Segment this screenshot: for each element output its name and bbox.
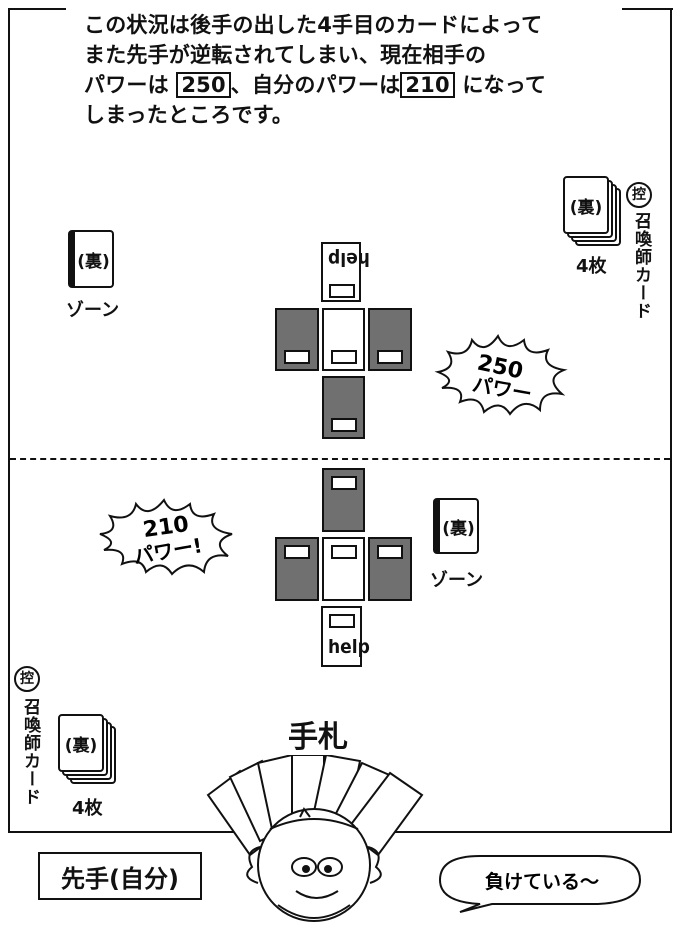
opponent-zone-label: ゾーン (66, 300, 120, 321)
opponent-card-left-slot (284, 350, 310, 364)
summoner-badge-icon-self: 控 (14, 666, 40, 692)
opponent-help-slot (329, 284, 355, 298)
opponent-power-burst: 250 パワー (434, 333, 568, 416)
player-label: 先手(自分) (61, 864, 179, 893)
self-card-left-slot (284, 545, 310, 559)
intro-line-1: この状況は後手の出した4手目のカードによって (84, 13, 543, 37)
self-zone-label: ゾーン (430, 570, 484, 591)
field-divider (10, 458, 670, 460)
opponent-deck-card: (裏) (563, 176, 609, 234)
intro-line-3-mid: 、自分のパワーは (230, 73, 401, 97)
opponent-card-center (322, 308, 365, 371)
self-power-burst: 210 パワー! (99, 498, 233, 576)
player-character-with-hand (206, 755, 424, 922)
self-summoner-label: 召喚師カード (20, 698, 40, 806)
intro-line-3-pre: パワーは (84, 73, 169, 97)
self-help-slot (329, 614, 355, 628)
character-head (246, 807, 382, 922)
hand-cards-fan (206, 755, 424, 857)
self-card-right-slot (377, 545, 403, 559)
summoner-badge-icon: 控 (626, 182, 652, 208)
speech-bubble: 負けている〜 (438, 855, 642, 913)
opponent-zone-card-label: (裏) (77, 251, 110, 272)
own-power-box: 210 (400, 72, 455, 98)
self-summoner-badge: 控 (14, 666, 40, 692)
opponent-burst-shape (434, 333, 568, 416)
opponent-card-right-slot (377, 350, 403, 364)
opponent-power-box: 250 (176, 72, 231, 98)
intro-line-4: しまったところです。 (84, 103, 294, 127)
self-card-left (275, 537, 319, 601)
self-burst-shape (99, 498, 233, 576)
opponent-summoner-badge: 控 (626, 182, 652, 208)
opponent-card-bottom-slot (331, 418, 357, 432)
opponent-deck-card-label: (裏) (569, 197, 603, 218)
self-card-center (322, 537, 365, 601)
opponent-help-text: help (328, 248, 370, 270)
opponent-zone-card: (裏) (68, 230, 114, 288)
opponent-card-bottom (322, 376, 365, 439)
opponent-card-center-slot (331, 350, 357, 364)
player-label-box: 先手(自分) (38, 852, 202, 900)
speech-bubble-shape (438, 855, 642, 913)
intro-text: この状況は後手の出した4手目のカードによって また先手が逆転されてしまい、現在相… (84, 0, 604, 130)
self-help-card: help (321, 606, 370, 667)
opponent-card-left (275, 308, 319, 371)
opponent-summoner-label: 召喚師カード (631, 212, 651, 320)
opponent-help-card: help (321, 242, 370, 302)
frame-top-left (8, 8, 66, 10)
hand-title: 手札 (288, 720, 348, 755)
self-deck-count: 4枚 (72, 798, 103, 819)
self-zone-card: (裏) (433, 498, 479, 554)
self-deck-card: (裏) (58, 714, 104, 772)
self-card-top-slot (331, 476, 357, 490)
self-zone-card-label: (裏) (442, 518, 475, 539)
self-card-top (322, 468, 365, 532)
self-deck-card-label: (裏) (64, 735, 98, 756)
frame-top-right (622, 8, 673, 10)
opponent-card-right (368, 308, 412, 371)
self-card-right (368, 537, 412, 601)
speech-text: 負けている〜 (485, 870, 599, 893)
intro-line-2: また先手が逆転されてしまい、現在相手の (84, 43, 487, 67)
opponent-deck-count: 4枚 (576, 256, 607, 277)
self-card-center-slot (331, 545, 357, 559)
self-help-text: help (328, 636, 370, 658)
intro-line-3-post: になって (462, 73, 547, 97)
